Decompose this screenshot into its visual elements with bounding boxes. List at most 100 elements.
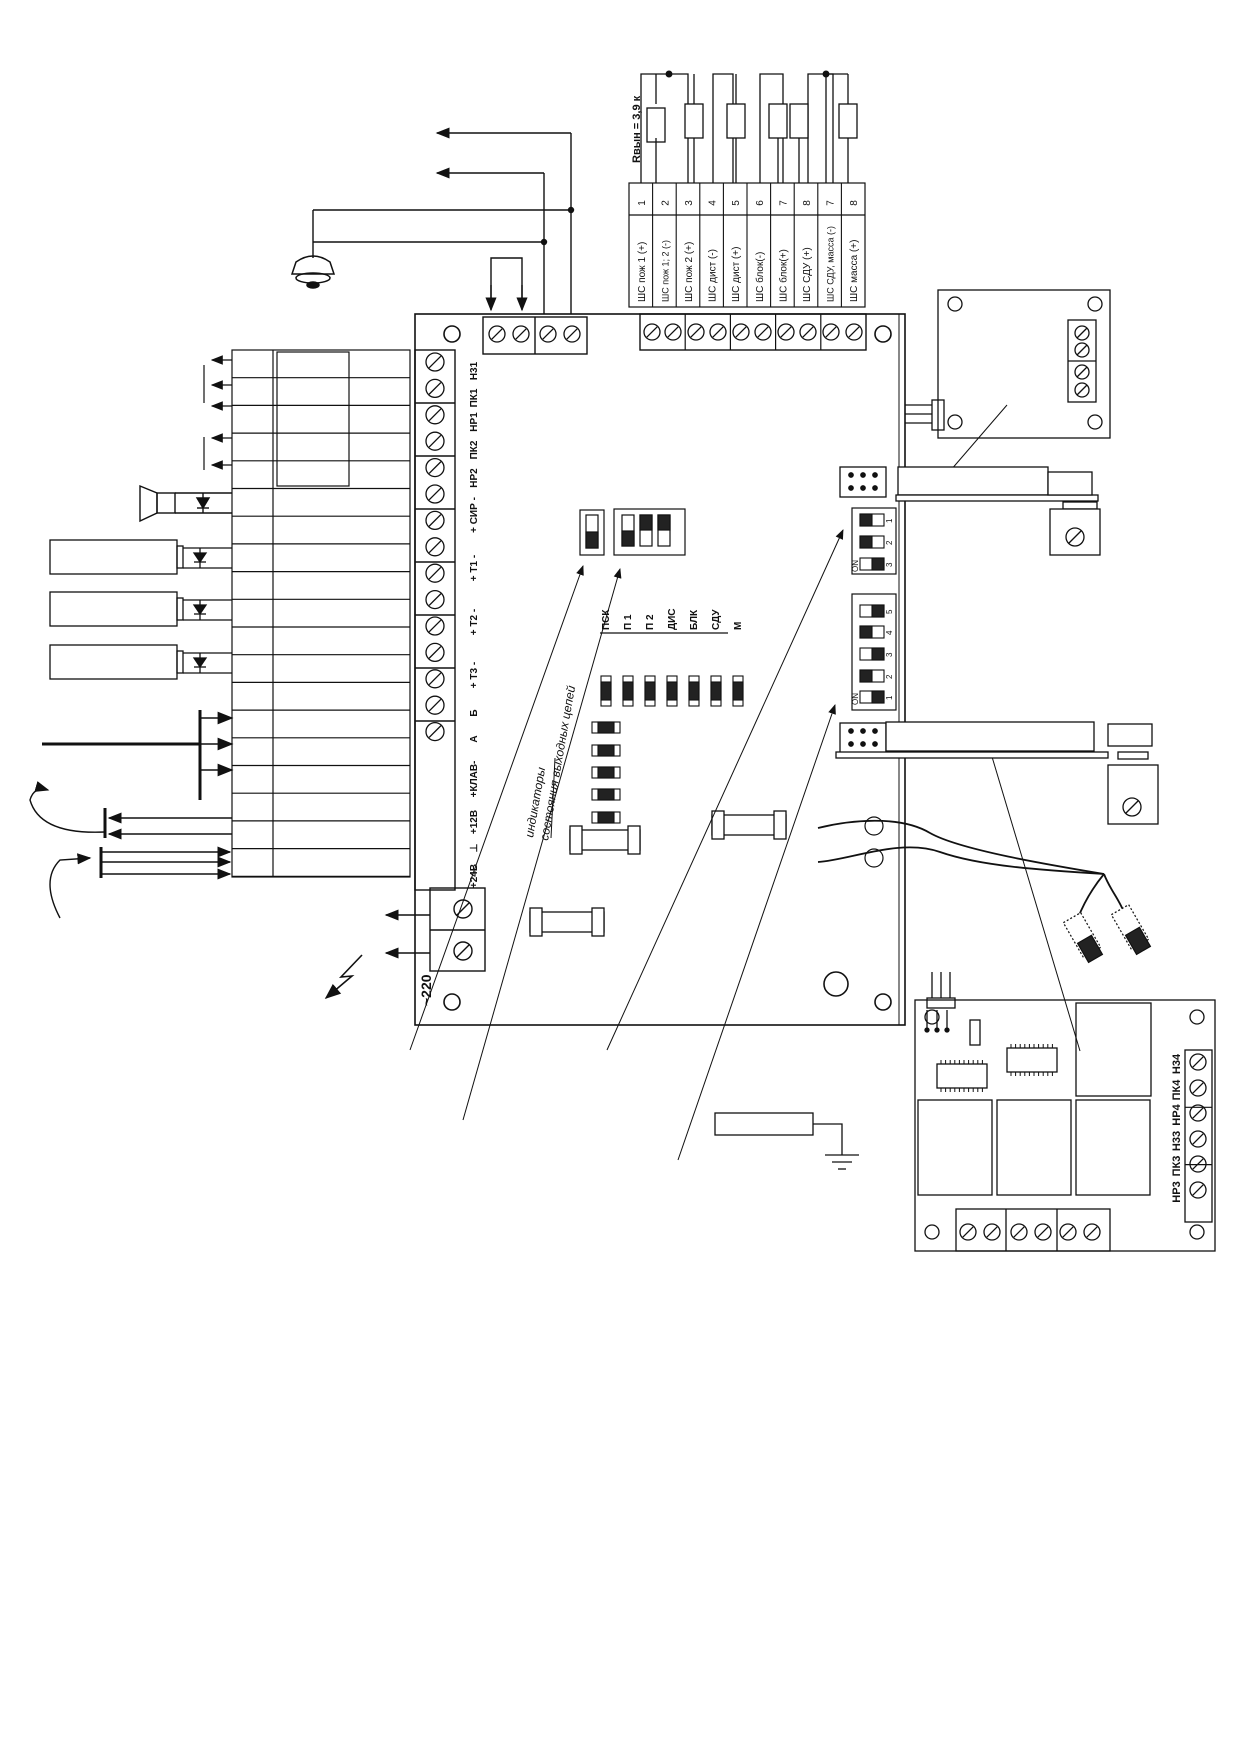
led-label: П 2 bbox=[645, 614, 656, 630]
loop-screw bbox=[664, 323, 682, 341]
left-terminal-label: +24В bbox=[469, 864, 480, 888]
loop-number: 5 bbox=[731, 200, 742, 206]
left-terminal-label: + Т2 - bbox=[469, 609, 480, 635]
loop-screw bbox=[777, 323, 795, 341]
loop-screw bbox=[822, 323, 840, 341]
loop-name: ШС пож 1; 2 (-) bbox=[660, 240, 670, 302]
relay-board-screws bbox=[959, 1053, 1212, 1241]
left-terminal-screw bbox=[425, 510, 445, 531]
top-terminal-block bbox=[482, 316, 588, 355]
loop-name: ШС СДУ (+) bbox=[802, 247, 813, 302]
left-terminal-label: НР2 bbox=[469, 468, 480, 488]
loop-screw bbox=[799, 323, 817, 341]
connector-lower bbox=[835, 721, 1159, 825]
left-terminal-label: Б bbox=[469, 709, 480, 716]
dip-toggle[interactable] bbox=[859, 690, 885, 704]
loop-name: ШС дист (-) bbox=[708, 249, 719, 302]
dip-on-label: ON bbox=[851, 560, 860, 572]
left-terminal-label: + СИР - bbox=[469, 497, 480, 533]
left-terminal-screw bbox=[425, 484, 445, 504]
left-terminal-screw bbox=[425, 457, 445, 478]
relay-screw bbox=[1189, 1130, 1207, 1148]
left-terminal-label: + Т1 - bbox=[469, 555, 480, 581]
left-terminal-label: Н31 bbox=[469, 361, 480, 380]
left-terminal-label: НР1 bbox=[469, 412, 480, 432]
loop-number: 8 bbox=[849, 200, 860, 206]
output-led bbox=[591, 721, 621, 734]
top-screw bbox=[512, 325, 530, 343]
loop-screw bbox=[709, 323, 727, 341]
top-output-wires bbox=[312, 127, 575, 314]
loop-screw bbox=[754, 323, 772, 341]
loop-name: ШС пож 2 (+) bbox=[684, 242, 695, 302]
left-terminal-screw bbox=[425, 378, 445, 399]
connector-upper bbox=[839, 466, 1101, 556]
sounder-icon bbox=[290, 255, 336, 289]
output-indicator-leds bbox=[591, 721, 621, 824]
siren-icon bbox=[139, 484, 232, 523]
dip-toggle[interactable] bbox=[859, 647, 885, 661]
loop-name: ШС дист (+) bbox=[731, 247, 742, 302]
loop-name: ШС блок(-) bbox=[754, 252, 766, 302]
left-terminal-screw bbox=[425, 695, 445, 715]
loop-table: 1ШС пож 1 (+)2ШС пож 1; 2 (-)3ШС пож 2 (… bbox=[637, 183, 860, 307]
mains-terminal-block bbox=[384, 887, 486, 972]
led-label: М bbox=[733, 622, 744, 630]
led-label: ДИС bbox=[667, 608, 678, 630]
relay-screw bbox=[1189, 1053, 1207, 1071]
left-terminal-screw bbox=[425, 721, 445, 742]
left-terminal-screw bbox=[425, 537, 445, 557]
relay-terminal-label: Н33 bbox=[1171, 1131, 1183, 1151]
dip-toggle[interactable] bbox=[859, 557, 885, 571]
loop-number: 2 bbox=[660, 200, 671, 206]
loop-number: 7 bbox=[778, 200, 789, 206]
left-wiring-grid bbox=[231, 349, 411, 878]
status-led bbox=[666, 675, 678, 707]
status-led bbox=[732, 675, 744, 707]
top-screw bbox=[488, 325, 506, 343]
relay-contact-symbols bbox=[203, 351, 350, 487]
status-leds bbox=[600, 675, 744, 707]
led-label: П 1 bbox=[623, 614, 634, 630]
left-terminal-label: ⊥ bbox=[469, 843, 480, 852]
relay-screw bbox=[1083, 1223, 1101, 1241]
left-terminal-label: +12В bbox=[469, 810, 480, 834]
loop-number: 8 bbox=[802, 200, 813, 206]
status-led bbox=[622, 675, 634, 707]
loop-screw bbox=[845, 323, 863, 341]
top-screw bbox=[539, 325, 557, 343]
dip-number: 4 bbox=[885, 630, 894, 635]
loop-number: 6 bbox=[755, 200, 766, 206]
relay-screw bbox=[1189, 1079, 1207, 1097]
top-screw bbox=[563, 325, 581, 343]
dip-number: 1 bbox=[885, 695, 894, 700]
relay-terminal-label: НР4 bbox=[1171, 1103, 1183, 1125]
relay-board-chips bbox=[940, 1044, 1053, 1092]
status-led bbox=[644, 675, 656, 707]
dip-on-label: ON bbox=[851, 693, 860, 705]
dip-toggle[interactable] bbox=[859, 669, 885, 683]
left-terminal-screw bbox=[425, 431, 445, 451]
relay-screw bbox=[959, 1223, 977, 1241]
loop-terminal-block bbox=[639, 313, 867, 351]
left-terminal-screws bbox=[415, 352, 455, 742]
loop-screw bbox=[643, 323, 661, 341]
dip-toggle[interactable] bbox=[859, 513, 885, 527]
relay-screw bbox=[1034, 1223, 1052, 1241]
dip-number: 2 bbox=[885, 540, 894, 545]
relay-screw bbox=[1010, 1223, 1028, 1241]
dip-toggle[interactable] bbox=[859, 604, 885, 618]
dip-number: 3 bbox=[885, 652, 894, 657]
dip-toggle[interactable] bbox=[859, 535, 885, 549]
dip-toggle[interactable] bbox=[859, 625, 885, 639]
dip-number: 5 bbox=[885, 609, 894, 614]
status-led bbox=[710, 675, 722, 707]
relay-terminal-label: Н34 bbox=[1171, 1053, 1183, 1074]
output-led bbox=[591, 788, 621, 801]
lightning-icon bbox=[324, 954, 363, 1000]
relay-board bbox=[914, 972, 1216, 1252]
